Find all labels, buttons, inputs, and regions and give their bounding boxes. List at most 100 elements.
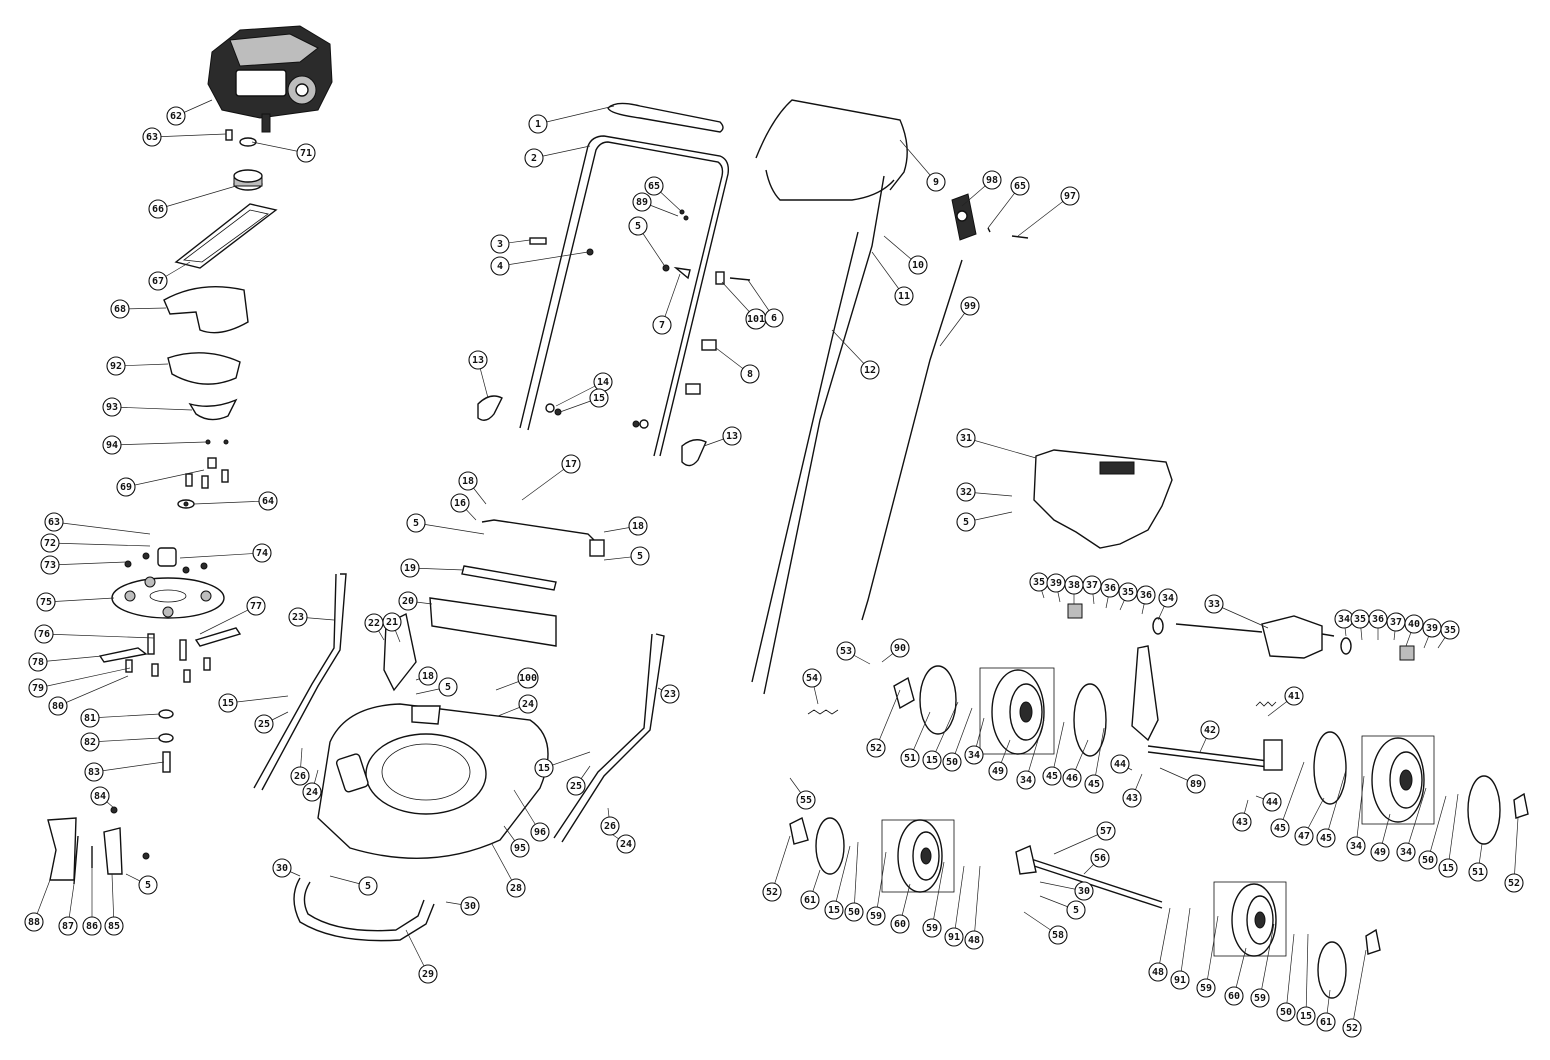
callout-60: 60	[1224, 986, 1244, 1006]
callout-circle	[24, 912, 44, 932]
callout-number: 97	[1064, 191, 1076, 202]
callout-14: 14	[593, 372, 613, 392]
callout-52: 52	[866, 738, 886, 758]
callout-15: 15	[218, 693, 238, 713]
leader-line	[1355, 775, 1365, 847]
callout-circle	[48, 696, 68, 716]
callout-circle	[1346, 836, 1366, 856]
callout-circle	[110, 299, 130, 319]
leader-line	[37, 667, 131, 689]
callout-circle	[894, 286, 914, 306]
callout-32: 32	[956, 482, 976, 502]
callout-circle	[740, 364, 760, 384]
callout-number: 25	[570, 781, 582, 792]
callout-58: 58	[1048, 925, 1068, 945]
callout-circle	[506, 878, 526, 898]
engine-washer	[239, 137, 257, 147]
drive-gear-right	[1340, 637, 1415, 661]
callout-89: 89	[1186, 774, 1206, 794]
callout-number: 23	[292, 612, 304, 623]
callout-circle	[1074, 881, 1094, 901]
callout-number: 34	[1400, 847, 1412, 858]
callout-circle	[517, 667, 539, 689]
callout-circle	[458, 471, 478, 491]
callout-circle	[1170, 970, 1190, 990]
callout-circle	[860, 360, 880, 380]
callout-number: 35	[1354, 614, 1366, 625]
callout-76: 76	[34, 624, 54, 644]
callout-circle	[1440, 620, 1460, 640]
callout-number: 34	[1162, 593, 1174, 604]
callout-13: 13	[722, 426, 742, 446]
callout-24: 24	[302, 782, 322, 802]
callout-71: 71	[296, 143, 316, 163]
blade-disc	[111, 576, 225, 619]
callout-number: 63	[146, 132, 158, 143]
adjuster-spring	[807, 701, 1277, 715]
callout-number: 60	[1228, 991, 1240, 1002]
callout-54: 54	[802, 668, 822, 688]
callout-number: 10	[912, 260, 924, 271]
callout-number: 24	[620, 839, 632, 850]
callout-circle	[510, 838, 530, 858]
callout-circle	[982, 170, 1002, 190]
engine	[207, 25, 333, 133]
callout-30: 30	[460, 896, 480, 916]
callout-circle	[288, 607, 308, 627]
callout-40: 40	[1404, 614, 1424, 634]
callout-98: 98	[982, 170, 1002, 190]
callout-circle	[1224, 986, 1244, 1006]
engine-key	[225, 129, 233, 141]
callout-72: 72	[40, 533, 60, 553]
callout-15: 15	[824, 900, 844, 920]
callout-circle	[90, 786, 110, 806]
callout-circle	[630, 546, 650, 566]
callout-circle	[1196, 978, 1216, 998]
callout-circle	[1100, 578, 1120, 598]
height-adjuster	[383, 612, 417, 692]
callout-circle	[148, 199, 168, 219]
callout-number: 48	[1152, 967, 1164, 978]
leader-line	[1205, 915, 1219, 989]
callout-circle	[34, 624, 54, 644]
callout-19: 19	[400, 558, 420, 578]
callout-4: 4	[490, 256, 510, 276]
callout-55: 55	[796, 790, 816, 810]
callout-number: 36	[1104, 583, 1116, 594]
leader-line	[931, 701, 959, 761]
leader-line	[179, 552, 263, 559]
callout-number: 32	[960, 487, 972, 498]
leader-line	[521, 463, 572, 501]
callout-circle	[964, 930, 984, 950]
callout-circle	[40, 555, 60, 575]
callout-50: 50	[942, 752, 962, 772]
leader-line	[227, 695, 289, 704]
callout-number: 59	[1254, 993, 1266, 1004]
callout-28: 28	[506, 878, 526, 898]
callout-number: 35	[1033, 577, 1045, 588]
callout-circle	[900, 748, 920, 768]
callout-circle	[166, 106, 186, 126]
callout-35: 35	[1440, 620, 1460, 640]
callout-number: 39	[1426, 623, 1438, 634]
callout-number: 48	[968, 935, 980, 946]
callout-circle	[534, 758, 554, 778]
callout-circle	[438, 677, 458, 697]
callout-number: 45	[1046, 771, 1058, 782]
callout-90: 90	[890, 638, 910, 658]
callout-number: 73	[44, 560, 56, 571]
callout-52: 52	[1342, 1018, 1362, 1038]
blade-adapter-plate	[188, 398, 238, 421]
callout-number: 11	[898, 291, 910, 302]
callout-number: 18	[462, 476, 474, 487]
callout-37: 37	[1082, 575, 1102, 595]
callout-91: 91	[1170, 970, 1190, 990]
callout-100: 100	[517, 667, 539, 689]
callout-61: 61	[1316, 1012, 1336, 1032]
callout-number: 82	[84, 737, 96, 748]
callout-circle	[1438, 858, 1458, 878]
callout-circle	[518, 694, 538, 714]
callout-73: 73	[40, 555, 60, 575]
callout-circle	[844, 902, 864, 922]
leader-line	[111, 441, 207, 446]
